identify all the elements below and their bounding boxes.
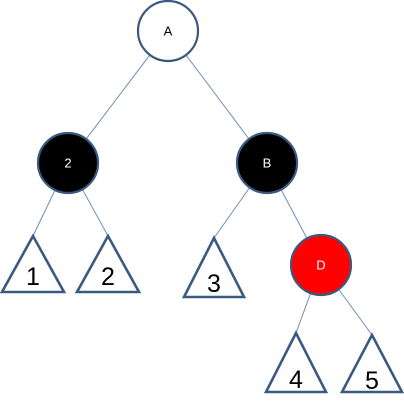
subtree-triangle [339, 332, 404, 394]
subtree-3: 3 [181, 235, 247, 299]
edge-n2-t2 [81, 189, 109, 237]
edge-B-t3 [213, 187, 251, 239]
subtree-label: 1 [26, 263, 40, 291]
subtree-label: 2 [101, 263, 115, 291]
edge-D-t5 [338, 288, 373, 336]
node-label: D [316, 258, 325, 273]
node-label: 2 [64, 156, 71, 171]
node-label: A [164, 24, 173, 39]
tree-nodes: A 2 B D [36, 0, 353, 297]
subtree-triangle [181, 235, 247, 299]
subtree-triangle [0, 233, 67, 294]
node-circle [36, 131, 100, 195]
node-D: D [289, 233, 353, 297]
edge-n2-t1 [32, 189, 56, 237]
subtree-label: 3 [207, 270, 221, 298]
subtree-triangle [74, 233, 142, 294]
node-circle [136, 0, 200, 63]
node-B: B [235, 131, 299, 195]
subtree-triangles: 1 2 3 4 5 [0, 233, 404, 395]
subtree-label: 5 [365, 367, 379, 395]
edge-D-t4 [295, 292, 312, 334]
subtree-label: 4 [289, 366, 303, 394]
node-label: B [263, 156, 272, 171]
subtree-2: 2 [74, 233, 142, 294]
edge-A-B [185, 54, 250, 140]
tree-edges [32, 54, 373, 336]
subtree-4: 4 [263, 330, 329, 394]
subtree-triangle [263, 330, 329, 394]
node-circle [235, 131, 299, 195]
node-2: 2 [36, 131, 100, 195]
subtree-1: 1 [0, 233, 67, 294]
node-A: A [136, 0, 200, 63]
node-circle [289, 233, 353, 297]
edge-B-D [280, 189, 308, 239]
subtree-5: 5 [339, 332, 404, 395]
edge-A-n2 [85, 54, 151, 140]
